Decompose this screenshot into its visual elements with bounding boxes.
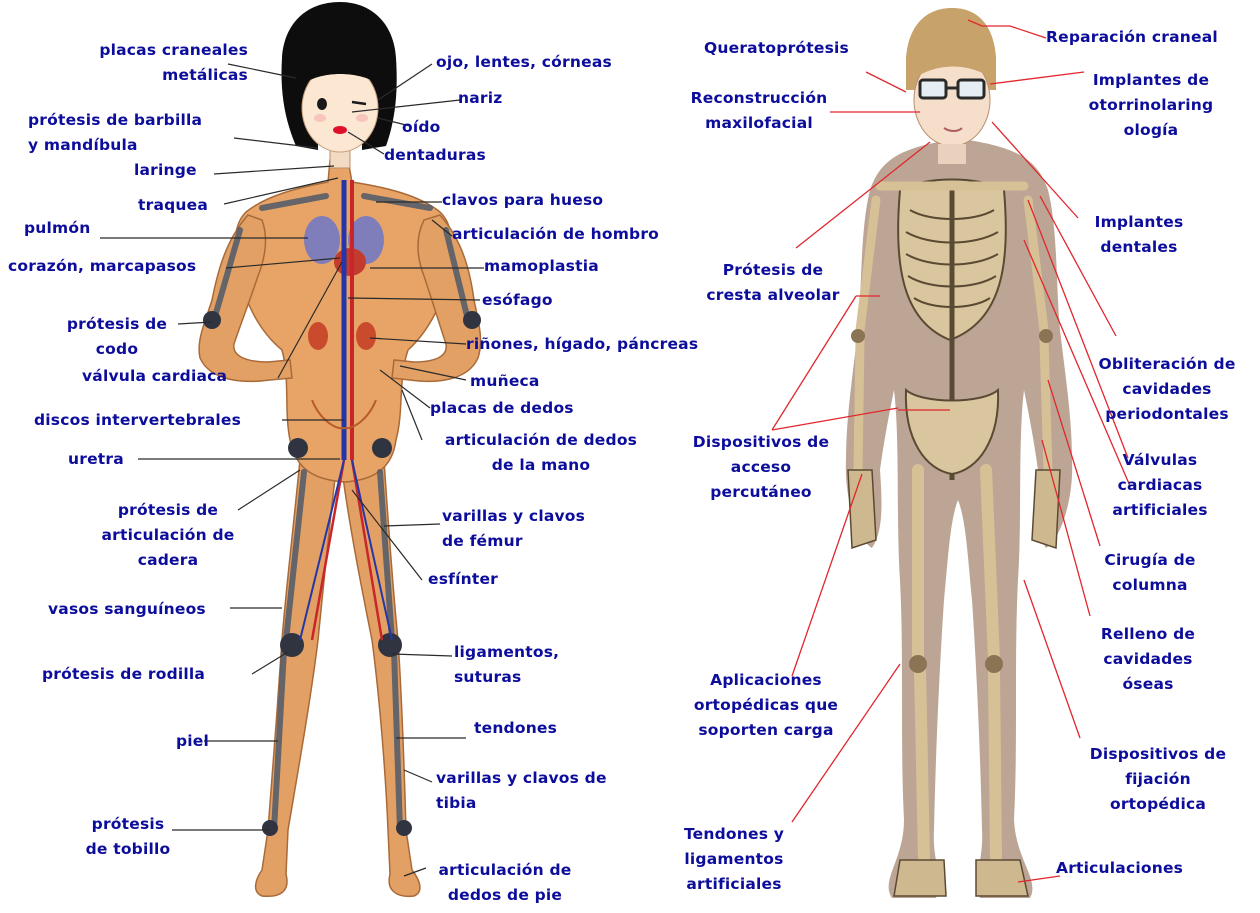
label-uretra: uretra (68, 447, 124, 472)
label-implantes-otorrino: Implantes de otorrinolaring ología (1076, 68, 1226, 143)
label-laringe: laringe (134, 158, 197, 183)
label-cirugia-columna: Cirugía de columna (1088, 548, 1212, 598)
label-muneca: muñeca (470, 369, 540, 394)
label-relleno-cavidades: Relleno de cavidades óseas (1084, 622, 1212, 697)
label-valvulas-artificiales: Válvulas cardiacas artificiales (1092, 448, 1228, 523)
label-reconstruccion-maxilofacial: Reconstrucción maxilofacial (674, 86, 844, 136)
label-valvula-cardiaca: válvula cardiaca (82, 364, 227, 389)
label-discos: discos intervertebrales (34, 408, 241, 433)
man-extremities (848, 470, 1060, 896)
label-varillas-tibia: varillas y clavos de tibia (436, 766, 607, 816)
label-articulacion-hombro: articulación de hombro (452, 222, 659, 247)
label-clavos-hueso: clavos para hueso (442, 188, 603, 213)
label-dispositivos-acceso: Dispositivos de acceso percutáneo (676, 430, 846, 505)
label-placas-dedos: placas de dedos (430, 396, 574, 421)
label-protesis-cadera: prótesis de articulación de cadera (80, 498, 256, 573)
label-protesis-codo: prótesis de codo (44, 312, 190, 362)
label-protesis-tobillo: prótesis de tobillo (66, 812, 190, 862)
label-piel: piel (176, 729, 209, 754)
label-esofago: esófago (482, 288, 553, 313)
label-queratoprotesis: Queratoprótesis (704, 36, 849, 61)
label-nariz: nariz (458, 86, 502, 111)
label-protesis-cresta: Prótesis de cresta alveolar (686, 258, 860, 308)
label-esfinter: esfínter (428, 567, 498, 592)
label-reparacion-craneal: Reparación craneal (1046, 25, 1218, 50)
label-mamoplastia: mamoplastia (484, 254, 599, 279)
label-corazon: corazón, marcapasos (8, 254, 196, 279)
man-figure (846, 8, 1072, 898)
label-oido: oído (402, 115, 441, 140)
label-protesis-barbilla: prótesis de barbilla y mandíbula (28, 108, 202, 158)
label-rinones: riñones, hígado, páncreas (466, 332, 698, 357)
label-varillas-femur: varillas y clavos de fémur (442, 504, 585, 554)
label-ligamentos-suturas: ligamentos, suturas (454, 640, 559, 690)
label-obliteracion: Obliteración de cavidades periodontales (1078, 352, 1256, 427)
label-aplicaciones-ortopedicas: Aplicaciones ortopédicas que soporten ca… (678, 668, 854, 743)
label-implantes-dentales: Implantes dentales (1076, 210, 1202, 260)
label-pulmon: pulmón (24, 216, 90, 241)
label-vasos: vasos sanguíneos (48, 597, 206, 622)
label-ojo-lentes: ojo, lentes, córneas (436, 50, 612, 75)
label-placas-craneales: placas craneales metálicas (36, 38, 248, 88)
label-dispositivos-fijacion: Dispositivos de fijación ortopédica (1072, 742, 1244, 817)
label-dentaduras: dentaduras (384, 143, 486, 168)
label-tendones: tendones (474, 716, 557, 741)
label-tendones-ligamentos: Tendones y ligamentos artificiales (664, 822, 804, 897)
label-articulacion-dedos-pie: articulación de dedos de pie (424, 858, 586, 908)
label-articulaciones: Articulaciones (1056, 856, 1183, 881)
label-traquea: traquea (138, 193, 208, 218)
label-protesis-rodilla: prótesis de rodilla (42, 662, 205, 687)
label-articulacion-dedos-mano: articulación de dedos de la mano (424, 428, 658, 478)
